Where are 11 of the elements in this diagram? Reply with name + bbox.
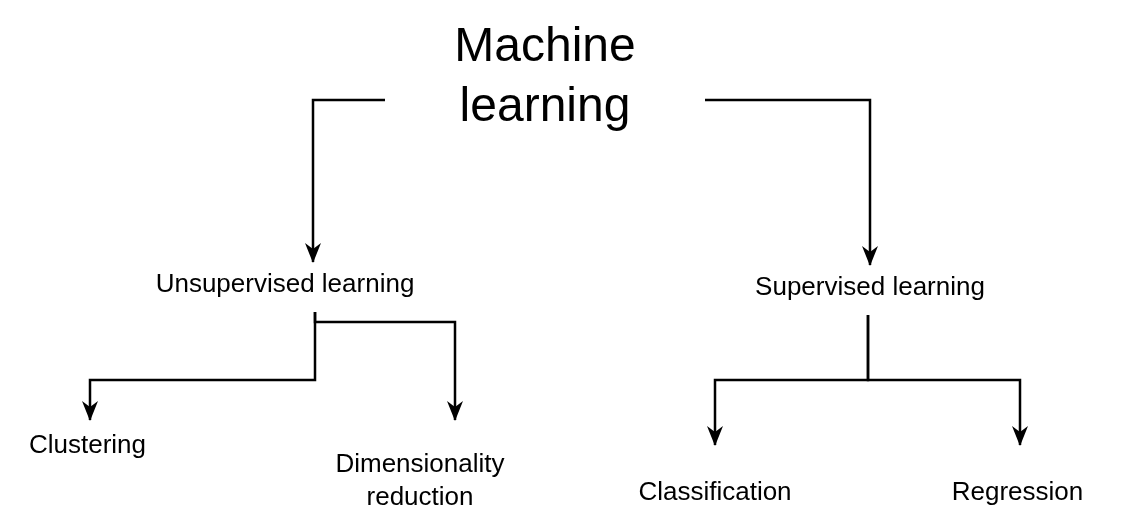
node-label: Supervised learning: [755, 269, 985, 303]
arrow: [705, 98, 878, 266]
arrow: [313, 312, 463, 421]
arrow: [305, 98, 385, 263]
node-label: Classification: [638, 474, 792, 507]
node-label: Unsupervised learning: [155, 266, 415, 300]
node-label: Dimensionality reduction: [334, 447, 506, 512]
arrow: [866, 315, 1028, 446]
node-label: Regression: [951, 474, 1084, 507]
node-label: Clustering: [28, 427, 147, 461]
title-text: Machine learning: [453, 17, 637, 133]
